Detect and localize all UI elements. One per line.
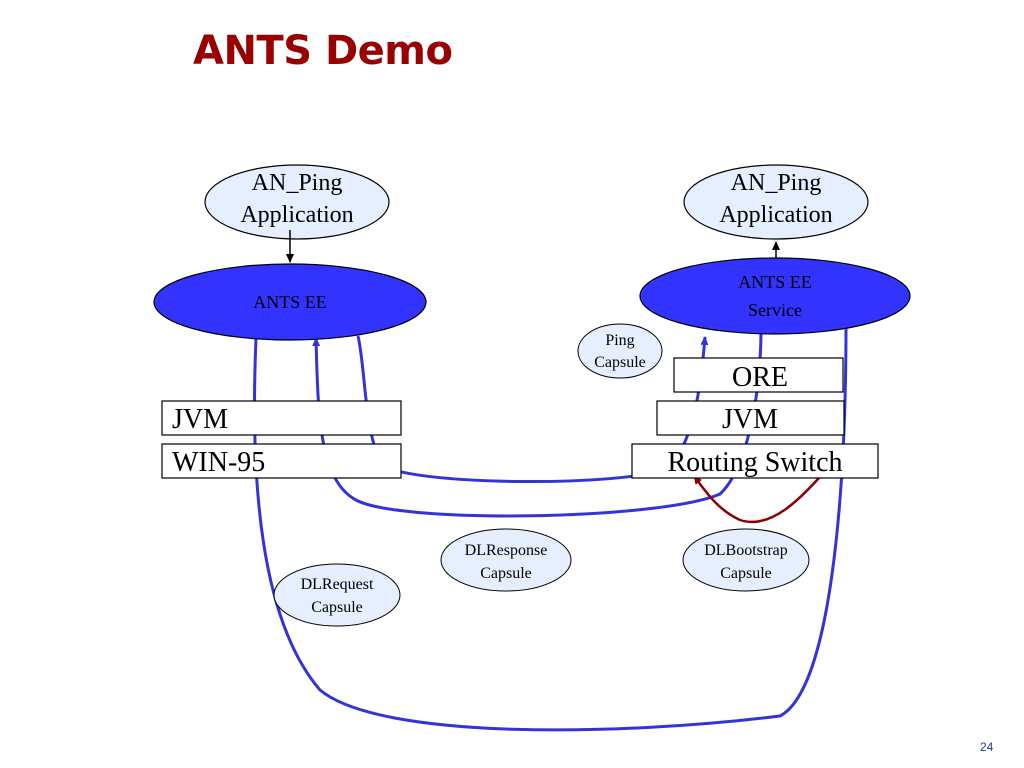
dlresponse-capsule-line2: Capsule	[480, 565, 532, 582]
right-jvm-box: JVM	[656, 400, 845, 436]
left-jvm-box: JVM	[161, 400, 402, 436]
dlbootstrap-capsule-line1: DLBootstrap	[704, 542, 788, 559]
left-app-line2: Application	[240, 202, 353, 228]
routing-switch-label: Routing Switch	[667, 447, 842, 478]
right-ee-line1: ANTS EE	[738, 272, 812, 292]
right-jvm-label: JVM	[722, 404, 778, 435]
dlbootstrap-capsule: DLBootstrap Capsule	[682, 528, 810, 592]
left-app-line1: AN_Ping	[252, 170, 343, 196]
dlbootstrap-capsule-path	[692, 469, 827, 524]
slide-title: ANTS Demo	[193, 28, 453, 74]
dlrequest-capsule-line2: Capsule	[311, 599, 363, 616]
dlresponse-capsule: DLResponse Capsule	[440, 528, 572, 592]
left-os-label: WIN-95	[172, 447, 265, 478]
page-number: 24	[980, 740, 994, 754]
right-ore-label: ORE	[732, 362, 788, 393]
dlresponse-capsule-line1: DLResponse	[465, 542, 548, 559]
right-ping-application: AN_Ping Application	[683, 164, 869, 240]
left-os-box: WIN-95	[161, 443, 402, 479]
left-jvm-label: JVM	[172, 404, 228, 435]
dlrequest-capsule: DLRequest Capsule	[273, 563, 401, 627]
ping-capsule: Ping Capsule	[577, 323, 663, 379]
dlrequest-capsule-path	[252, 323, 848, 732]
dlrequest-capsule-line1: DLRequest	[301, 576, 374, 593]
right-app-line1: AN_Ping	[731, 170, 822, 196]
right-ants-ee-service: ANTS EE Service	[639, 257, 911, 335]
ping-capsule-line2: Capsule	[594, 354, 646, 371]
left-ee-label: ANTS EE	[253, 292, 327, 312]
dlbootstrap-capsule-line2: Capsule	[720, 565, 772, 582]
right-ore-box: ORE	[673, 357, 844, 393]
right-app-line2: Application	[719, 202, 832, 228]
left-ping-application: AN_Ping Application	[204, 164, 390, 240]
routing-switch-box: Routing Switch	[631, 443, 879, 479]
ping-capsule-line1: Ping	[605, 332, 634, 349]
right-ee-line2: Service	[748, 300, 802, 320]
left-ants-ee: ANTS EE	[153, 263, 427, 341]
